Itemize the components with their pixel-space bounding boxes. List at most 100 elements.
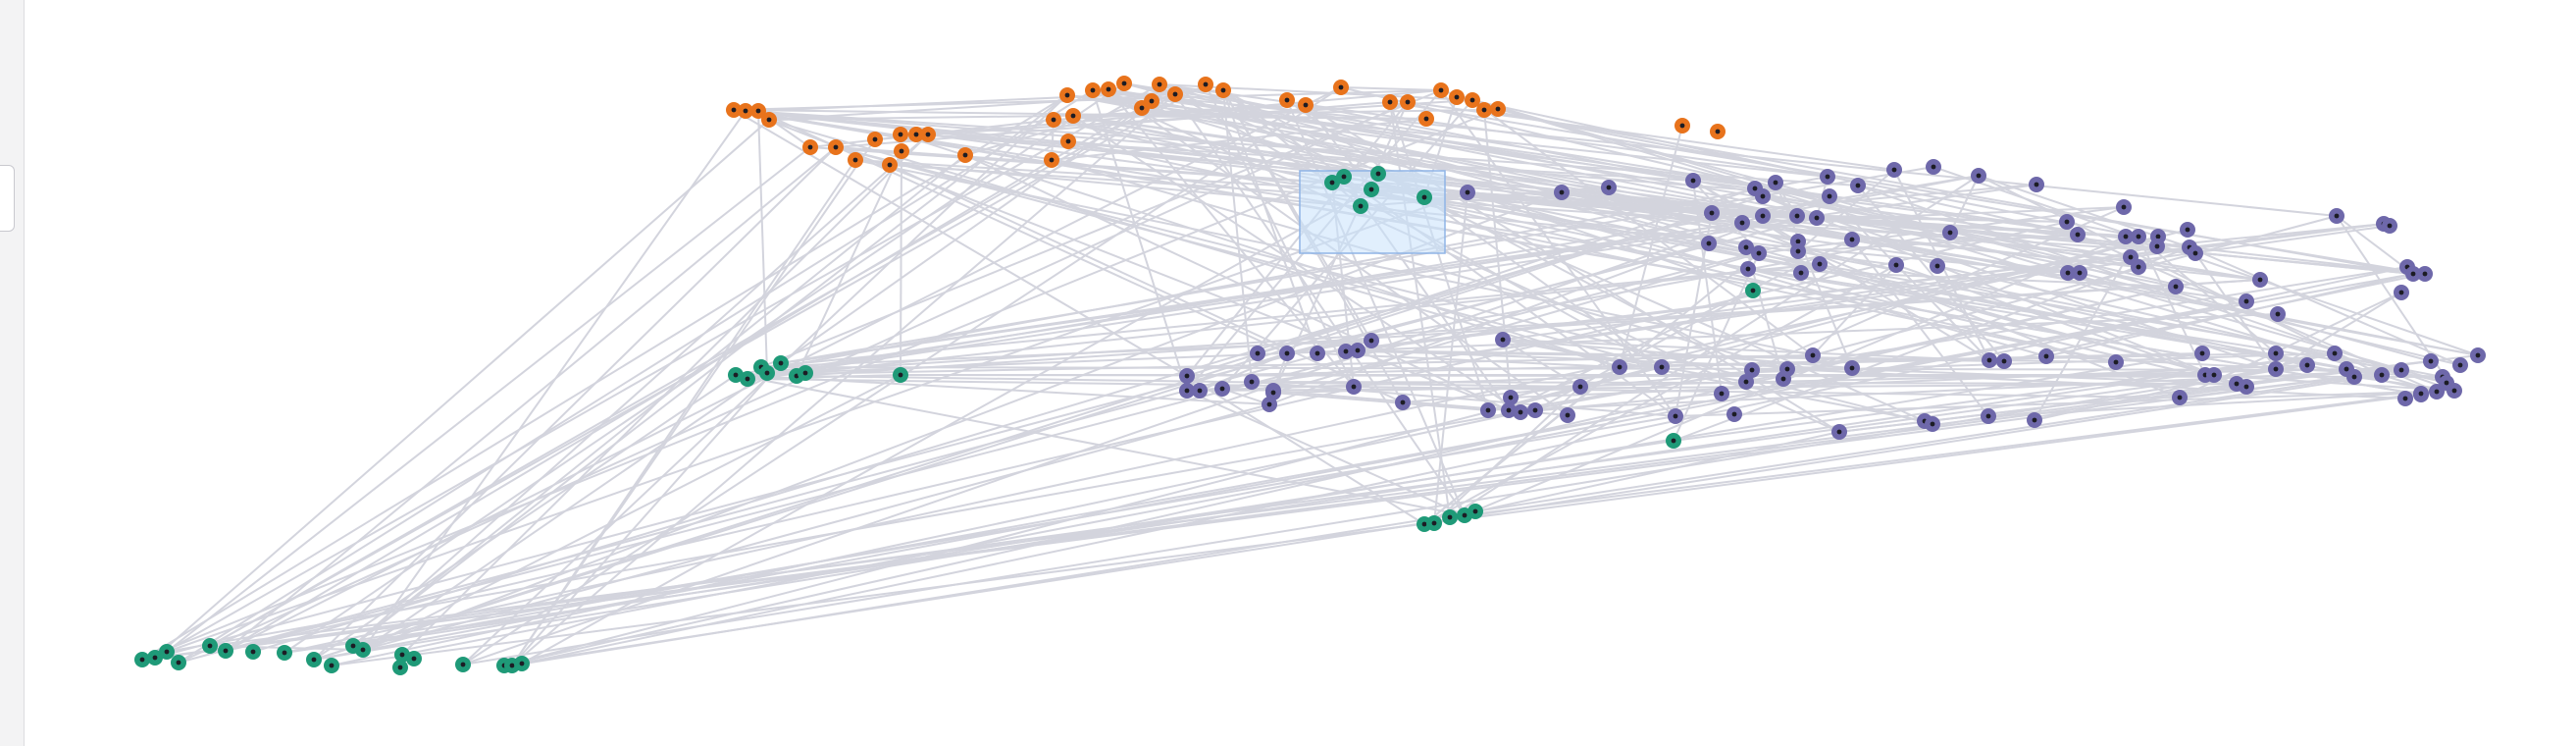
graph-node-purple[interactable]	[1809, 210, 1825, 226]
graph-node-orange[interactable]	[1198, 77, 1213, 92]
graph-node-purple[interactable]	[1930, 258, 1945, 274]
graph-node-green[interactable]	[245, 644, 261, 660]
graph-node-purple[interactable]	[2029, 177, 2044, 192]
graph-node-orange[interactable]	[1333, 80, 1349, 95]
graph-node-purple[interactable]	[1734, 215, 1750, 231]
graph-node-orange[interactable]	[1710, 124, 1726, 139]
graph-node-purple[interactable]	[2131, 229, 2146, 244]
graph-node-orange[interactable]	[1060, 133, 1076, 149]
graph-node-purple[interactable]	[1601, 180, 1617, 195]
graph-node-orange[interactable]	[1059, 87, 1075, 103]
graph-node-orange[interactable]	[882, 157, 898, 173]
graph-node-purple[interactable]	[1751, 245, 1767, 261]
graph-node-purple[interactable]	[2116, 199, 2132, 215]
graph-node-orange[interactable]	[1674, 118, 1690, 133]
graph-node-green[interactable]	[455, 657, 471, 672]
graph-node-purple[interactable]	[2299, 357, 2315, 373]
graph-node-purple[interactable]	[1971, 168, 1986, 184]
graph-node-green[interactable]	[324, 658, 339, 673]
graph-node-green[interactable]	[1468, 504, 1483, 519]
graph-node-green[interactable]	[1364, 182, 1379, 197]
graph-node-purple[interactable]	[1738, 240, 1754, 255]
graph-node-purple[interactable]	[2168, 279, 2184, 294]
graph-node-orange[interactable]	[1449, 89, 1465, 105]
graph-node-purple[interactable]	[2239, 293, 2254, 309]
graph-node-purple[interactable]	[2417, 266, 2433, 282]
graph-node-purple[interactable]	[1714, 386, 1729, 401]
graph-node-purple[interactable]	[1704, 205, 1720, 221]
graph-node-orange[interactable]	[1144, 93, 1159, 109]
graph-node-orange[interactable]	[893, 127, 908, 142]
graph-node-purple[interactable]	[2118, 229, 2134, 244]
graph-node-purple[interactable]	[1982, 352, 1997, 368]
panel-toggle-handle[interactable]	[0, 165, 15, 232]
graph-node-green[interactable]	[277, 645, 292, 661]
graph-node-purple[interactable]	[1738, 374, 1754, 390]
graph-node-green[interactable]	[1324, 175, 1340, 190]
graph-node-orange[interactable]	[828, 139, 844, 155]
graph-node-purple[interactable]	[2452, 357, 2468, 373]
graph-node-green[interactable]	[514, 656, 530, 671]
graph-node-purple[interactable]	[1755, 208, 1771, 224]
graph-node-purple[interactable]	[2194, 346, 2210, 361]
graph-node-green[interactable]	[773, 355, 789, 371]
graph-node-purple[interactable]	[2070, 227, 2086, 242]
graph-node-orange[interactable]	[1065, 108, 1081, 124]
graph-node-purple[interactable]	[1844, 232, 1860, 247]
graph-node-purple[interactable]	[1654, 359, 1670, 375]
graph-node-purple[interactable]	[2270, 306, 2286, 322]
graph-node-purple[interactable]	[2423, 353, 2439, 369]
graph-node-green[interactable]	[406, 651, 422, 666]
graph-node-purple[interactable]	[1755, 188, 1771, 204]
graph-node-purple[interactable]	[1805, 347, 1821, 363]
graph-node-purple[interactable]	[1214, 381, 1230, 397]
graph-node-purple[interactable]	[2405, 266, 2421, 282]
graph-node-orange[interactable]	[1116, 76, 1132, 91]
graph-node-purple[interactable]	[1812, 256, 1828, 272]
graph-node-purple[interactable]	[2180, 222, 2195, 238]
graph-node-purple[interactable]	[2268, 346, 2284, 361]
graph-node-purple[interactable]	[2188, 245, 2203, 261]
graph-node-orange[interactable]	[1490, 101, 1506, 117]
graph-node-orange[interactable]	[1465, 92, 1480, 108]
graph-node-orange[interactable]	[1046, 112, 1061, 128]
graph-node-purple[interactable]	[1822, 188, 1837, 204]
graph-node-purple[interactable]	[1250, 346, 1265, 361]
graph-node-purple[interactable]	[1886, 162, 1902, 178]
graph-node-orange[interactable]	[1215, 82, 1231, 98]
graph-node-orange[interactable]	[1279, 92, 1295, 108]
graph-node-purple[interactable]	[1820, 169, 1835, 185]
graph-node-green[interactable]	[1353, 198, 1368, 214]
graph-node-green[interactable]	[355, 642, 371, 658]
graph-node-purple[interactable]	[1844, 360, 1860, 376]
graph-node-purple[interactable]	[1572, 379, 1588, 395]
graph-node-purple[interactable]	[1740, 261, 1756, 277]
graph-node-purple[interactable]	[1179, 383, 1195, 399]
graph-node-orange[interactable]	[1152, 77, 1167, 92]
graph-node-purple[interactable]	[1338, 344, 1354, 359]
graph-node-purple[interactable]	[1701, 236, 1717, 251]
graph-node-purple[interactable]	[1790, 243, 1806, 259]
graph-node-green[interactable]	[134, 652, 150, 667]
graph-node-purple[interactable]	[1527, 402, 1543, 418]
graph-node-green[interactable]	[1417, 189, 1432, 205]
graph-node-purple[interactable]	[1179, 368, 1195, 384]
graph-node-purple[interactable]	[2108, 354, 2124, 370]
graph-node-purple[interactable]	[2394, 362, 2409, 378]
graph-node-green[interactable]	[147, 650, 163, 666]
graph-node-green[interactable]	[1426, 515, 1442, 531]
graph-node-purple[interactable]	[1668, 408, 1683, 424]
graph-node-purple[interactable]	[2470, 347, 2486, 363]
graph-node-purple[interactable]	[1513, 404, 1528, 420]
graph-node-purple[interactable]	[1560, 407, 1575, 423]
graph-node-green[interactable]	[893, 367, 908, 383]
graph-node-purple[interactable]	[1726, 406, 1742, 422]
graph-node-purple[interactable]	[1850, 178, 1866, 193]
graph-node-purple[interactable]	[2060, 265, 2076, 281]
graph-node-purple[interactable]	[1364, 333, 1379, 348]
graph-node-purple[interactable]	[1262, 397, 1277, 412]
graph-node-purple[interactable]	[1460, 185, 1475, 200]
graph-node-purple[interactable]	[1779, 361, 1795, 377]
graph-node-orange[interactable]	[908, 127, 924, 142]
graph-node-purple[interactable]	[1942, 225, 1958, 240]
